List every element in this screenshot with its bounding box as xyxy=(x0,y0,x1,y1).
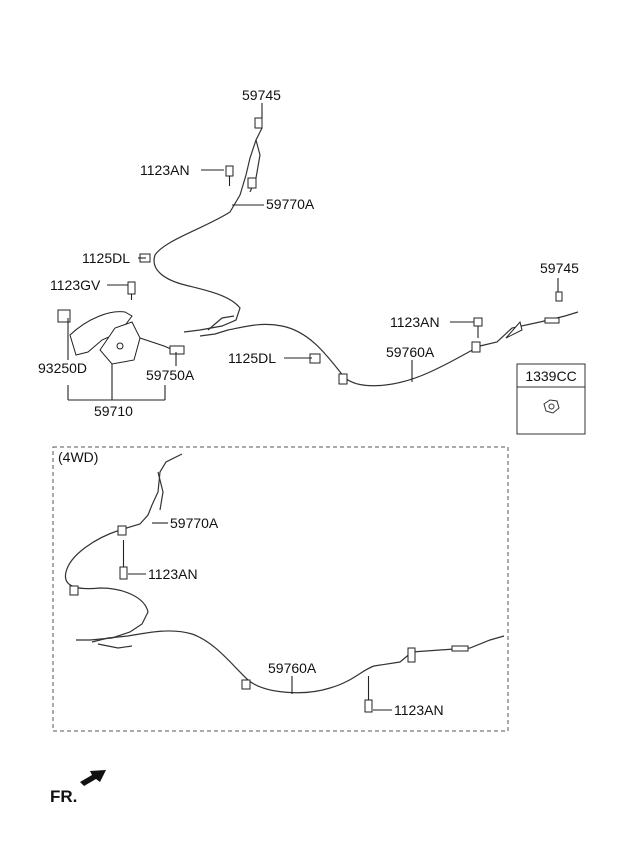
switch-93250d xyxy=(57,309,71,323)
bolt-1123an-4wd-lower xyxy=(364,699,373,713)
bolt-1123an-top-head xyxy=(225,165,234,177)
bolt-1123an-4wd-upper xyxy=(119,566,128,580)
label-1125dl-lower: 1125DL xyxy=(228,350,276,366)
nut-hole xyxy=(548,403,555,410)
bolt-1123gv xyxy=(127,281,136,295)
label-59760a-4wd: 59760A xyxy=(268,660,317,676)
rear-cable-4wd-branch xyxy=(97,643,133,649)
legend-box xyxy=(516,363,586,435)
rear-cable-bracket xyxy=(338,373,348,385)
label-1123an-4wd-lower: 1123AN xyxy=(394,702,444,718)
rear-cable-59760a xyxy=(199,311,579,387)
front-cable-59770a xyxy=(153,127,263,333)
equalizer xyxy=(169,345,185,355)
label-93250d: 93250D xyxy=(38,360,87,376)
label-59710: 59710 xyxy=(94,403,133,419)
cable-guide xyxy=(505,320,523,339)
label-1123an-4wd-upper: 1123AN xyxy=(148,566,198,582)
cable-bracket-4wd-2 xyxy=(69,585,79,596)
cable-end-fitting-4wd xyxy=(451,645,469,652)
label-59770a-4wd: 59770A xyxy=(170,515,219,531)
cable-bracket xyxy=(247,177,257,189)
front-direction-arrow-icon xyxy=(80,770,106,786)
rear-cable-4wd-bracket-2 xyxy=(407,647,416,663)
cable-end-fitting xyxy=(544,317,560,324)
rear-cable-branch xyxy=(207,315,235,331)
clip-59745-front xyxy=(254,117,263,129)
nut-icon xyxy=(543,399,560,414)
label-1123gv: 1123GV xyxy=(50,277,101,293)
section-4wd-box xyxy=(52,446,509,732)
label-1123an-top: 1123AN xyxy=(140,162,190,178)
label-1125dl-upper: 1125DL xyxy=(82,250,130,266)
label-59760a: 59760A xyxy=(386,344,435,360)
label-59745-rear: 59745 xyxy=(540,260,579,276)
label-59745-front: 59745 xyxy=(242,87,281,103)
rear-cable-bracket-2 xyxy=(471,341,481,353)
parking-brake-lever xyxy=(69,311,133,356)
section-4wd-title: (4WD) xyxy=(58,449,98,465)
lever-pivot xyxy=(116,342,124,350)
label-59750a: 59750A xyxy=(146,367,195,383)
legend-part-number: 1339CC xyxy=(525,368,576,384)
clip-59745-rear xyxy=(555,291,563,302)
label-59770a: 59770A xyxy=(266,196,315,212)
front-direction-label: FR. xyxy=(50,787,77,806)
rear-cable-4wd xyxy=(91,630,505,694)
label-1123an-rear: 1123AN xyxy=(390,314,440,330)
front-cable-4wd-branch xyxy=(157,471,164,511)
cable-bracket-4wd xyxy=(117,525,127,536)
rear-cable-4wd-bracket xyxy=(241,679,251,690)
bolt-1123an-rear-head xyxy=(473,317,483,327)
